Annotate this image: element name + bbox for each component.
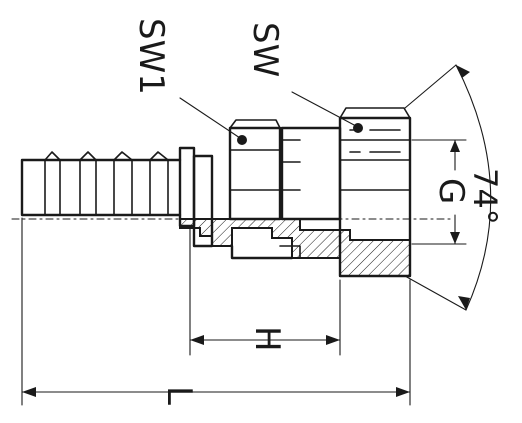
section-view: [179, 218, 411, 277]
sw-leader: [291, 91, 357, 127]
swivel-nut: [280, 107, 412, 278]
sw1-leader: [179, 97, 241, 139]
angle-dimension: [404, 64, 492, 311]
label-g: G: [431, 178, 471, 204]
hex-sw-marker: [353, 123, 363, 133]
g-dimension: [411, 139, 467, 245]
hex-sw1: [228, 119, 282, 221]
h-dimension: [189, 227, 341, 356]
l-dimension: [21, 217, 411, 406]
label-sw: SW: [245, 22, 285, 77]
hose-tail: [20, 146, 214, 248]
label-h: H: [247, 326, 287, 352]
label-sw1: SW1: [131, 18, 171, 95]
label-l: L: [159, 386, 199, 405]
label-angle: 74°: [466, 168, 504, 225]
